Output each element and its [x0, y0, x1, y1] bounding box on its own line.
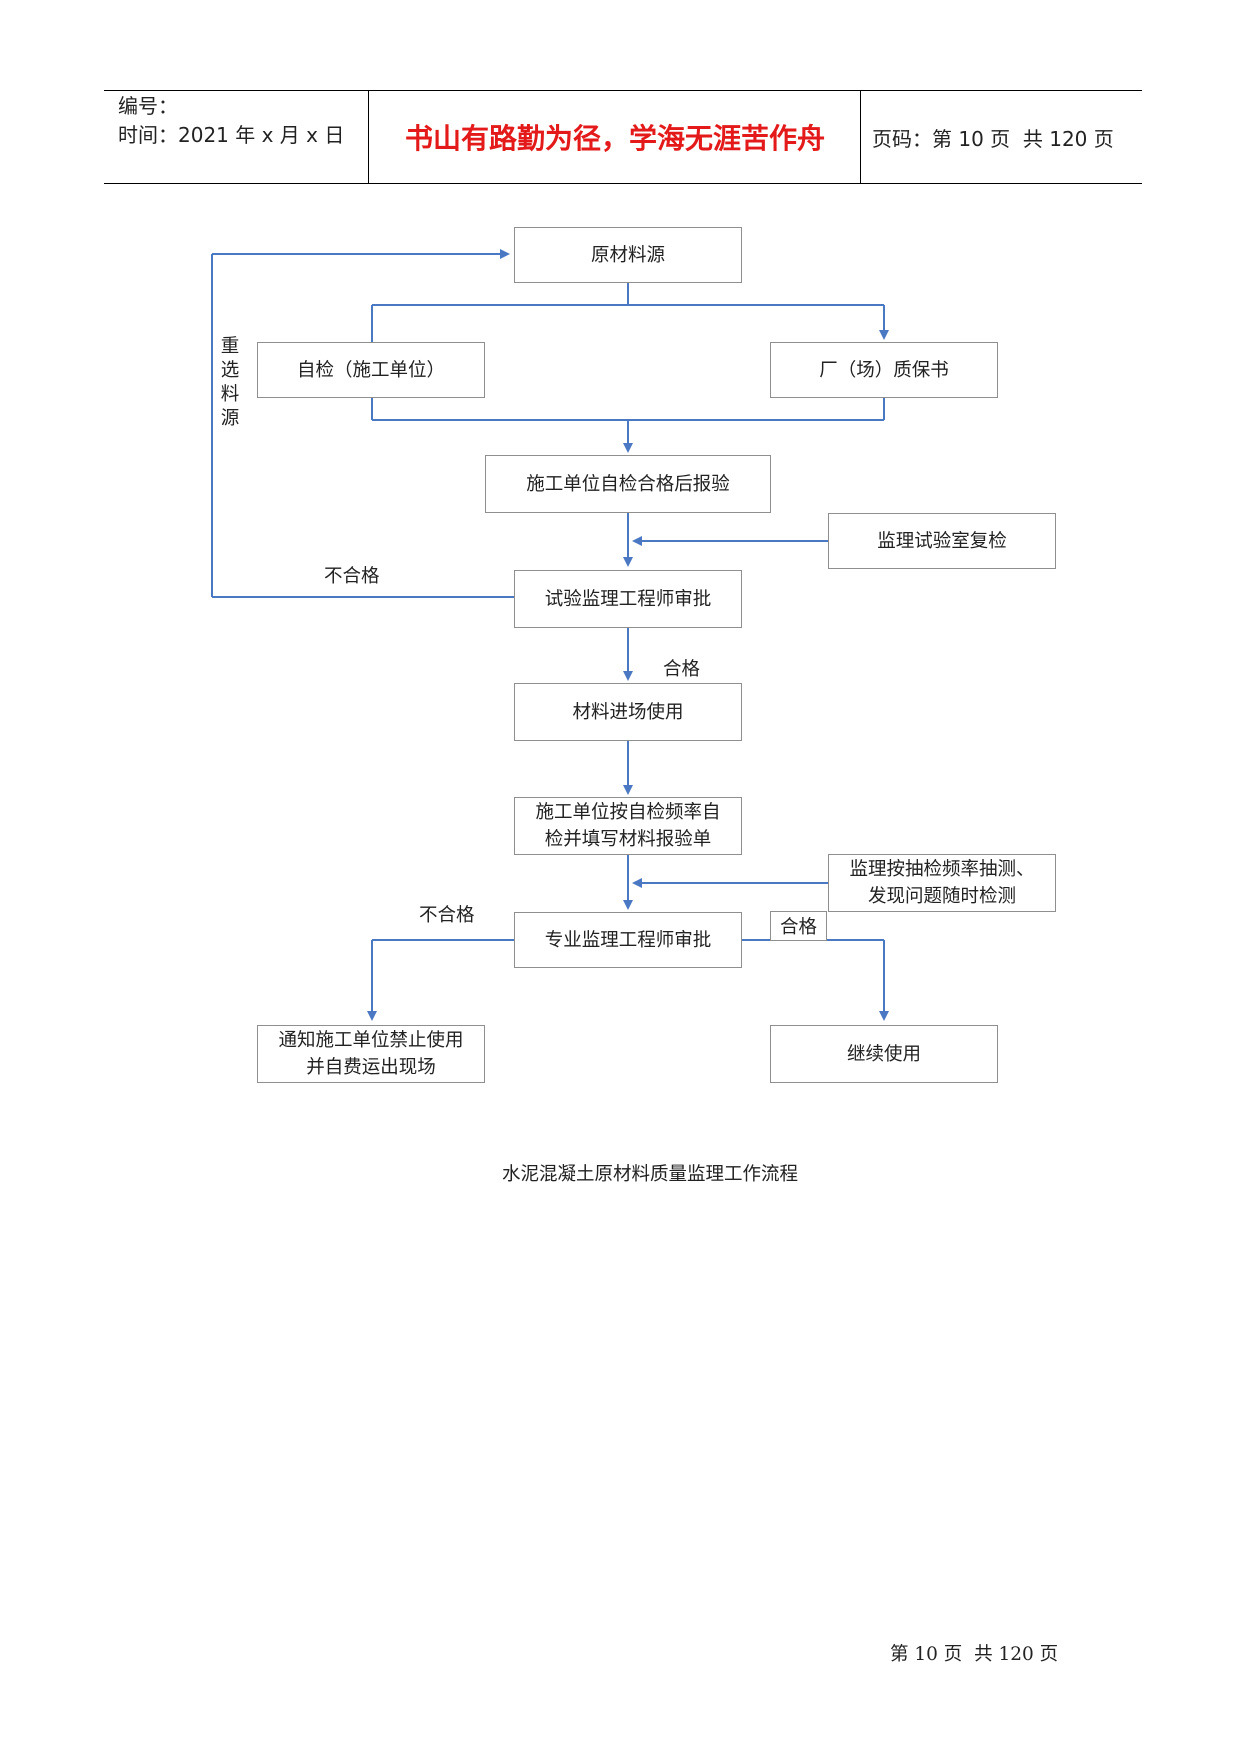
header-divider-left	[368, 90, 369, 184]
label-fail-second: 不合格	[419, 905, 475, 926]
node-raw-source: 原材料源	[514, 227, 742, 283]
node-material-entry: 材料进场使用	[514, 683, 742, 741]
figure-caption: 水泥混凝土原材料质量监理工作流程	[501, 1164, 798, 1185]
label-fail-first: 不合格	[324, 566, 380, 587]
label-reselect-char: 源	[220, 408, 240, 429]
node-self-check-frequency-line1: 施工单位按自检频率自	[535, 802, 721, 823]
label-reselect-char: 重	[220, 336, 240, 357]
label-reselect-char: 料	[220, 384, 240, 405]
node-spot-check-line1: 监理按抽检频率抽测、	[849, 859, 1035, 880]
node-self-check-frequency-line2: 检并填写材料报验单	[544, 829, 712, 850]
node-continue-use: 继续使用	[770, 1025, 998, 1083]
serial-number-label: 编号：	[118, 94, 178, 118]
header-divider-right	[860, 90, 861, 184]
node-test-engineer-approve: 试验监理工程师审批	[514, 570, 742, 628]
label-pass-first: 合格	[663, 659, 701, 680]
header-meta: 编号： 时间：2021 年 x 月 x 日	[118, 92, 368, 150]
node-pro-engineer-approve: 专业监理工程师审批	[514, 912, 742, 968]
header-page-info: 页码：第 10 页 共 120 页	[872, 126, 1114, 151]
node-notify-stop: 通知施工单位禁止使用 并自费运出现场	[257, 1025, 485, 1083]
header-bottom-rule	[104, 183, 1142, 184]
page-footer: 第 10 页 共 120 页	[890, 1644, 1059, 1665]
label-reselect-source: 重 选 料 源	[218, 335, 242, 431]
node-notify-stop-line2: 并自费运出现场	[306, 1057, 436, 1078]
header-top-rule	[104, 90, 1142, 91]
date-label: 时间：2021 年 x 月 x 日	[118, 123, 345, 147]
label-pass-second: 合格	[770, 911, 827, 941]
node-spot-check: 监理按抽检频率抽测、 发现问题随时检测	[828, 854, 1056, 912]
node-factory-cert: 厂（场）质保书	[770, 342, 998, 398]
node-spot-check-line2: 发现问题随时检测	[867, 886, 1016, 907]
label-reselect-char: 选	[220, 360, 240, 381]
node-self-check: 自检（施工单位）	[257, 342, 485, 398]
node-report-after-check: 施工单位自检合格后报验	[485, 455, 771, 513]
header-motto: 书山有路勤为径，学海无涯苦作舟	[404, 122, 825, 155]
node-lab-recheck: 监理试验室复检	[828, 513, 1056, 569]
node-self-check-frequency: 施工单位按自检频率自 检并填写材料报验单	[514, 797, 742, 855]
node-notify-stop-line1: 通知施工单位禁止使用	[278, 1030, 464, 1051]
